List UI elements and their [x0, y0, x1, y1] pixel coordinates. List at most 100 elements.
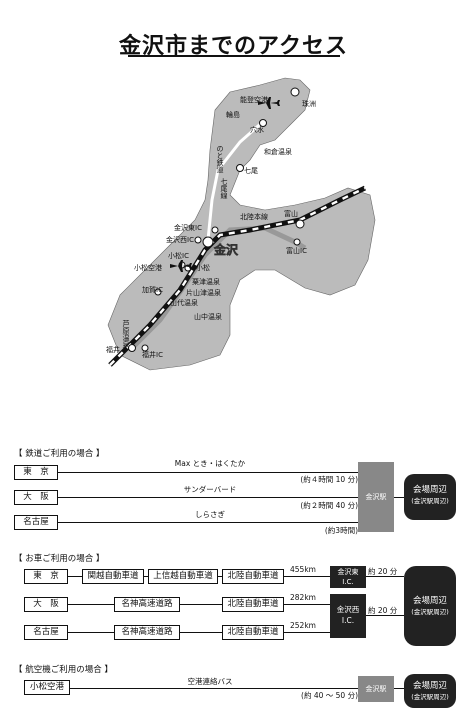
label-kanazawa: 金沢 [213, 242, 239, 257]
rail-line-tokyo [58, 472, 358, 473]
label-anamizu: 穴水 [250, 125, 264, 134]
label-notetsudo: のと鉄道 [216, 145, 224, 174]
station-kanazawa-higashi-ic [211, 226, 219, 234]
label-toyama-ic: 富山IC [286, 246, 307, 255]
noto-airport-icon [258, 97, 280, 109]
expressway-line [128, 225, 307, 352]
car-heading: 【 お車ご利用の場合 】 [14, 554, 105, 564]
label-yamashiro: 山代温泉 [170, 298, 198, 307]
rail-station-box: 金沢駅 [358, 462, 394, 532]
label-katayamazu: 片山津温泉 [186, 288, 221, 297]
car-ic-east-sub: I.C. [342, 578, 354, 586]
rail-service-nagoya: しらさぎ [195, 510, 225, 519]
label-wakura: 和倉温泉 [264, 147, 292, 156]
rail-venue-sub: (金沢駅周辺) [411, 497, 449, 505]
car-road-joshinetsu: 上信越自動車道 [148, 569, 218, 584]
label-fukui-ic: 福井IC [142, 350, 163, 359]
rail-venue-box: 会場周辺 (金沢駅周辺) [404, 474, 456, 520]
rail-time-nagoya: (約3時間) [324, 526, 358, 535]
car-ic-east-box: 金沢東 I.C. [330, 566, 366, 588]
label-komatsu: 小松 [196, 263, 210, 272]
station-nanao [236, 164, 244, 172]
label-awazu: 粟津温泉 [192, 277, 220, 286]
car-origin-tokyo: 東 京 [24, 569, 68, 584]
label-kaga-ic: 加賀IC [142, 285, 163, 294]
car-time-east: 約 20 分 [368, 567, 398, 576]
car-east-to-venue-line [366, 576, 404, 577]
rail-heading: 【 鉄道ご利用の場合 】 [14, 449, 105, 459]
car-venue-box: 会場周辺 (金沢駅周辺) [404, 566, 456, 646]
station-toyama [295, 219, 305, 229]
air-station-box: 金沢駅 [358, 676, 394, 702]
rail-time-tokyo: (約４時間 10 分) [300, 475, 358, 484]
rail-service-tokyo: Max とき・はくたか [174, 459, 246, 468]
label-toyama: 富山 [284, 209, 298, 218]
station-anamizu [259, 119, 267, 127]
label-noto-airport: 能登空港 [240, 95, 268, 104]
label-wajima: 輪島 [226, 110, 240, 119]
label-nanao: 七尾 [244, 166, 258, 175]
station-kanazawa [202, 236, 214, 248]
station-toyama-ic [293, 238, 301, 246]
station-fukui [128, 344, 136, 352]
car-line-nagoya [68, 632, 330, 633]
station-kanazawa-nishi-ic [194, 236, 202, 244]
rail-service-osaka: サンダーバード [183, 485, 237, 494]
label-ashihara: 芦原温泉 [122, 319, 130, 348]
label-fukui: 福井 [106, 345, 120, 354]
air-heading: 【 航空機ご利用の場合 】 [14, 665, 113, 675]
rail-to-venue-line [394, 497, 404, 498]
air-origin-komatsu: 小松空港 [24, 680, 70, 695]
page-title: 金沢市までのアクセス [119, 34, 348, 59]
rail-origin-osaka: 大 阪 [14, 490, 58, 505]
car-road-hokuriku-nagoya: 北陸自動車道 [222, 625, 284, 640]
car-origin-osaka: 大 阪 [24, 597, 68, 612]
label-komatsu-ic: 小松IC [168, 251, 189, 260]
car-venue-label: 会場周辺 [412, 596, 447, 606]
rail-time-osaka: (約２時間 40 分) [300, 501, 358, 510]
nanao-line [206, 118, 266, 241]
air-service: 空港連絡バス [187, 677, 233, 686]
car-road-hokuriku-osaka: 北陸自動車道 [222, 597, 284, 612]
car-ic-west-label: 金沢西 [336, 605, 360, 614]
car-time-west: 約 20 分 [368, 606, 398, 615]
air-venue-label: 会場周辺 [412, 681, 447, 691]
rail-line-osaka [58, 497, 358, 498]
label-nanaosen: 七尾線 [220, 177, 228, 199]
label-yamanaka: 山中温泉 [194, 312, 222, 321]
car-road-hokuriku-tokyo: 北陸自動車道 [222, 569, 284, 584]
rail-origin-tokyo: 東 京 [14, 465, 58, 480]
air-venue-box: 会場周辺 (金沢駅周辺) [404, 674, 456, 708]
label-kanazawa-higashi-ic: 金沢東IC [174, 223, 202, 232]
rail-line-nagoya [58, 522, 358, 523]
car-distance-nagoya: 252km [290, 621, 316, 630]
car-distance-tokyo: 455km [290, 565, 316, 574]
car-ic-east-label: 金沢東 [337, 568, 359, 576]
komatsu-airport-icon [170, 260, 192, 272]
station-kaga-ic [154, 288, 162, 296]
car-road-meishin-osaka: 名神高速道路 [114, 597, 180, 612]
car-ic-west-box: 金沢西 I.C. [330, 594, 366, 638]
car-west-to-venue-line [366, 615, 404, 616]
label-komatsu-airport: 小松空港 [134, 263, 162, 272]
car-origin-nagoya: 名古屋 [24, 625, 68, 640]
title-underline [128, 55, 340, 57]
car-road-kanetsu: 関越自動車道 [82, 569, 144, 584]
label-hokuriku-line: 北陸本線 [240, 212, 268, 221]
air-to-venue-line [394, 688, 404, 689]
station-suzu [290, 87, 300, 97]
car-road-meishin-nagoya: 名神高速道路 [114, 625, 180, 640]
label-suzu: 珠洲 [302, 99, 316, 108]
air-venue-sub: (金沢駅周辺) [411, 693, 449, 701]
air-line [70, 688, 358, 689]
station-fukui-ic [141, 344, 149, 352]
car-distance-osaka: 282km [290, 593, 316, 602]
ishikawa-map: 能登空港 珠洲 輪島 穴水 和倉温泉 七尾 のと鉄道 七尾線 北陸本線 富山 富… [106, 77, 376, 371]
car-ic-west-sub: I.C. [341, 616, 355, 625]
car-line-osaka [68, 604, 330, 605]
label-kanazawa-nishi-ic: 金沢西IC [166, 235, 194, 244]
car-venue-sub: (金沢駅周辺) [411, 608, 449, 616]
air-time: (約 40 ～ 50 分) [301, 691, 358, 700]
rail-origin-nagoya: 名古屋 [14, 515, 58, 530]
rail-venue-label: 会場周辺 [412, 485, 447, 495]
